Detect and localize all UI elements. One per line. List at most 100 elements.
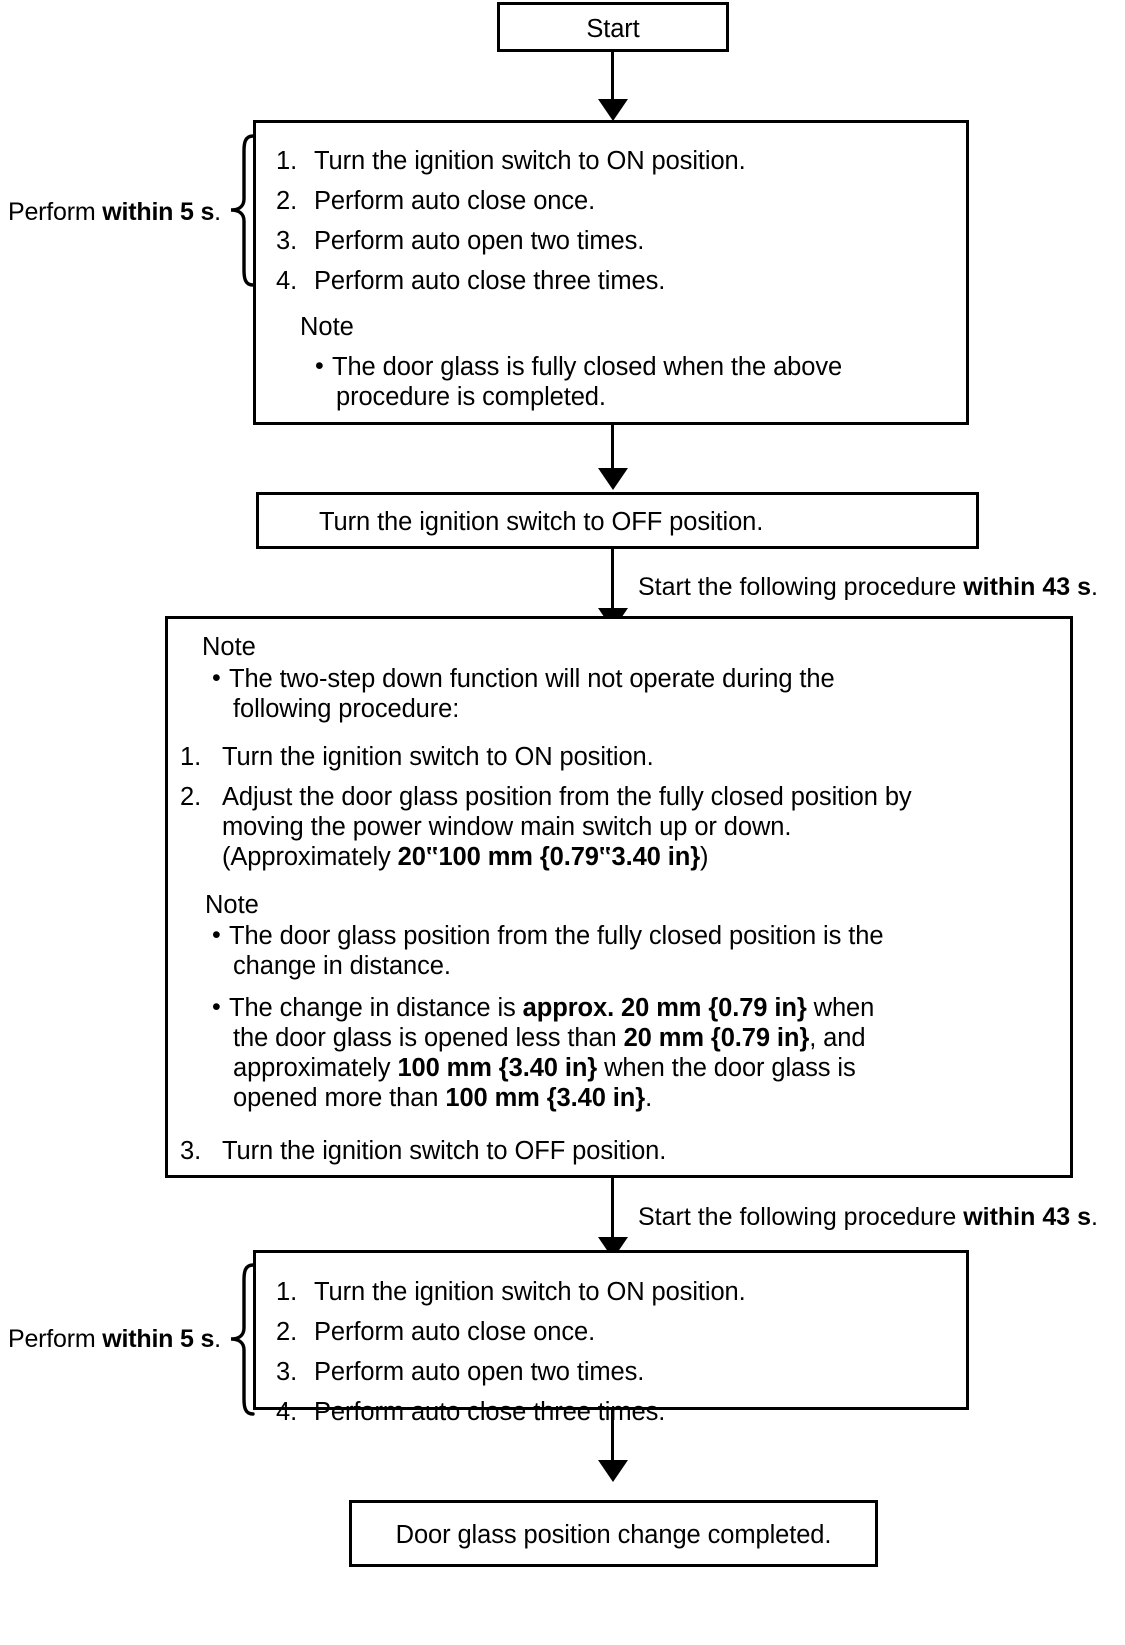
step3-note1-bullet: • The two-step down function will not op… [212,664,835,724]
step1-side-label: Perform within 5 s. [8,198,221,227]
edge-label-1-pre: Start the following procedure [638,573,964,601]
end-box: Door glass position change completed. [349,1500,878,1567]
step3-note-label-2: Note [205,891,259,919]
step3-note3-line3-post: when the door glass is [597,1054,856,1082]
step4-item-3-text: Perform auto open two times. [314,1358,645,1386]
step2-box-label: Turn the ignition switch to OFF position… [319,508,764,536]
step3-item-1-text: Turn the ignition switch to ON position. [222,743,654,771]
step1-item-3-text: Perform auto open two times. [314,227,645,255]
step1-side-label-pre: Perform [8,198,103,226]
step1-side-label-bold: within 5 s [102,198,215,226]
step3-note2-line2: change in distance. [233,952,451,980]
step1-item-4-num: 4. [276,267,298,295]
step4-item-1-text: Turn the ignition switch to ON position. [314,1278,746,1306]
step3-note3-line4: opened more than 100 mm {3.40 in}. [233,1083,874,1113]
step4-item-4-text: Perform auto close three times. [314,1398,666,1426]
step1-note-bullet-1-line2: procedure is completed. [336,383,606,411]
step4-item-2-num: 2. [276,1318,298,1346]
step2-box: Turn the ignition switch to OFF position… [256,492,979,549]
edge-label-2-bold: within 43 s [963,1203,1091,1231]
step4-item-3-num: 3. [276,1358,298,1386]
step3-note3-line2-pre: the door glass is opened less than [233,1024,624,1052]
edge-label-within-43s-1: Start the following procedure within 43 … [638,573,1098,602]
step1-item-4: 4.Perform auto close three times. [276,266,665,296]
step3-note3-line3-pre: approximately [233,1054,398,1082]
step3-note1-line1: The two-step down function will not oper… [229,665,835,693]
step3-note3-line3: approximately 100 mm {3.40 in} when the … [233,1053,874,1083]
step4-item-2: 2. Perform auto close once. [276,1317,595,1347]
step4-item-4: 4.Perform auto close three times. [276,1397,665,1427]
step3-note2-line1: The door glass position from the fully c… [229,922,884,950]
connector-step4-to-end [611,1410,614,1467]
bullet-dot-icon: • [212,921,221,949]
step4-side-label: Perform within 5 s. [8,1325,221,1354]
step3-item-3-text: Turn the ignition switch to OFF position… [222,1137,667,1165]
step3-note3-line4-bold: 100 mm {3.40 in} [445,1084,646,1112]
step1-item-2-num: 2. [276,187,298,215]
step3-note-label-1: Note [202,633,256,661]
step4-item-1: 1. Turn the ignition switch to ON positio… [276,1277,746,1307]
step3-item-2-line1: Adjust the door glass position from the … [222,783,912,811]
edge-label-within-43s-2: Start the following procedure within 43 … [638,1203,1098,1232]
bullet-dot-icon: • [315,352,324,380]
bullet-dot-icon: • [212,664,221,692]
step4-item-2-text: Perform auto close once. [314,1318,596,1346]
step4-box [253,1250,969,1410]
step1-item-1-text: Turn the ignition switch to ON position. [314,147,746,175]
step3-note3-line3-bold: 100 mm {3.40 in} [397,1054,598,1082]
start-box-label: Start [586,15,640,43]
edge-label-2-post: . [1091,1203,1098,1231]
step1-item-3-num: 3. [276,227,298,255]
step1-item-3: 3. Perform auto open two times. [276,226,644,256]
step1-note-label: Note [300,313,354,341]
step4-item-1-num: 1. [276,1278,298,1306]
step3-item-3: 3. Turn the ignition switch to OFF positi… [180,1136,666,1166]
connector-start-to-step1 [611,52,614,107]
step3-box [165,616,1073,1178]
step1-note-bullet-1-line1: The door glass is fully closed when the … [332,353,843,381]
step3-note3-line1: The change in distance is approx. 20 mm … [229,993,874,1023]
step3-note3-line4-pre: opened more than [233,1084,446,1112]
step1-item-2-text: Perform auto close once. [314,187,596,215]
step4-side-label-pre: Perform [8,1325,103,1353]
step3-note3-line2-bold: 20 mm {0.79 in} [623,1024,810,1052]
step3-note3-line2: the door glass is opened less than 20 mm… [233,1023,874,1053]
edge-label-1-post: . [1091,573,1098,601]
step3-item-2-line3-bold: 20‟100 mm {0.79‟3.40 in} [397,843,701,871]
step3-note3-line2-post: , and [809,1024,866,1052]
step1-brace [230,134,255,287]
step3-note3-line4-post: . [645,1084,653,1112]
step3-item-2-line3: (Approximately 20‟100 mm {0.79‟3.40 in}) [222,842,912,872]
step3-item-2-num: 2. [180,783,202,811]
step3-item-2-line3-pre: (Approximately [222,843,398,871]
step1-item-1: 1. Turn the ignition switch to ON positio… [276,146,746,176]
arrow-start-to-step1 [598,99,628,121]
step3-note3-line1-pre: The change in distance is [229,994,523,1022]
step4-item-3: 3. Perform auto open two times. [276,1357,644,1387]
step1-item-2: 2. Perform auto close once. [276,186,595,216]
bullet-dot-icon: • [212,993,221,1021]
step3-item-2-line2: moving the power window main switch up o… [222,813,792,841]
end-box-label: Door glass position change completed. [395,1521,832,1549]
step4-side-label-bold: within 5 s [102,1325,215,1353]
connector-step3-to-step4 [611,1178,614,1244]
step3-note3-bullet: • The change in distance is approx. 20 m… [212,993,874,1113]
connector-step1-to-step2 [611,425,614,475]
arrow-step1-to-step2 [598,468,628,490]
step3-note2-bullet: • The door glass position from the fully… [212,921,884,981]
step3-item-3-num: 3. [180,1137,202,1165]
arrow-step4-to-end [598,1460,628,1482]
step1-box [253,120,969,425]
step3-note3-line1-post: when [806,994,875,1022]
step1-item-1-num: 1. [276,147,298,175]
step3-note3-line1-bold: approx. 20 mm {0.79 in} [522,994,807,1022]
step3-item-1: 1. Turn the ignition switch to ON positio… [180,742,654,772]
step4-brace [230,1263,255,1416]
edge-label-1-bold: within 43 s [963,573,1091,601]
start-box: Start [497,2,729,52]
step3-item-2: 2. Adjust the door glass position from t… [180,782,912,872]
step3-note1-line2: following procedure: [233,695,460,723]
connector-step2-to-step3 [611,549,614,615]
step3-item-1-num: 1. [180,743,202,771]
